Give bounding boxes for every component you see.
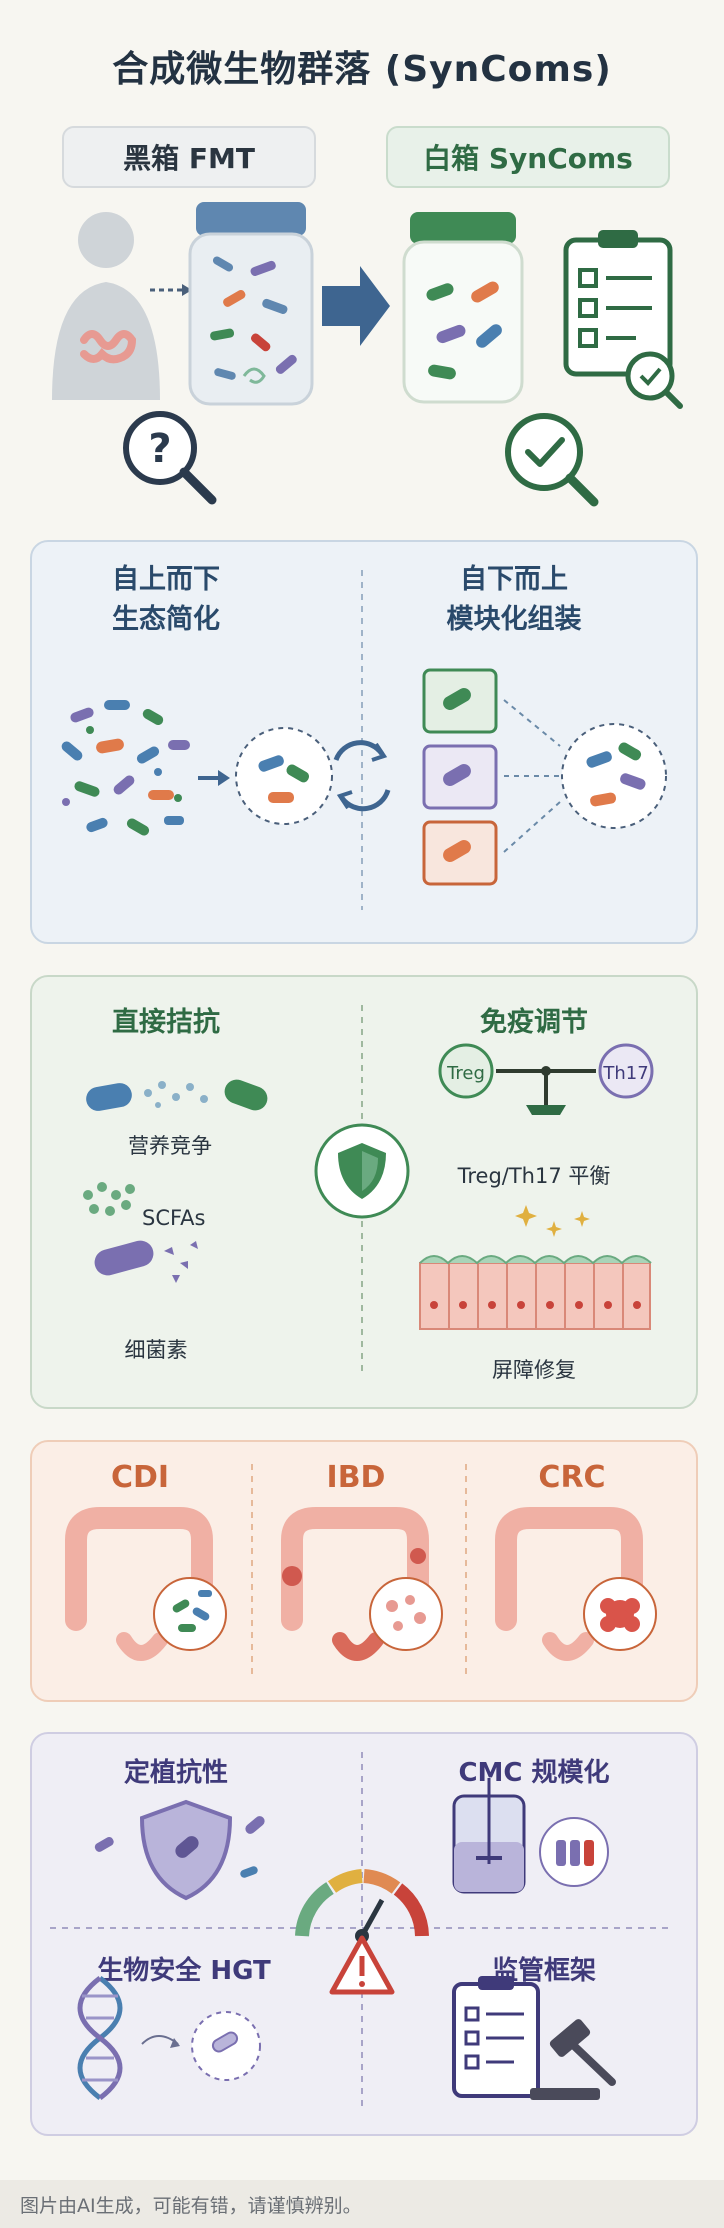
mechanism-illustration: Treg Th17 bbox=[83, 1005, 654, 1375]
question-magnifier-icon: ? bbox=[123, 411, 217, 505]
barrier-label: 屏障修复 bbox=[492, 1358, 576, 1382]
complex-community-icon bbox=[61, 700, 190, 836]
cdi-title: CDI bbox=[110, 1460, 170, 1495]
syncoms-label: 白箱 SynComs bbox=[386, 126, 670, 188]
balance-label: Treg/Th17 平衡 bbox=[457, 1164, 611, 1188]
check-magnifier-icon bbox=[505, 413, 599, 507]
risk-gauge-icon bbox=[295, 1869, 429, 1943]
colonization-title: 定植抗性 bbox=[123, 1758, 228, 1788]
crc-colon-icon bbox=[495, 1507, 657, 1661]
person-silhouette-icon bbox=[52, 212, 160, 400]
fmt-label: 黑箱 FMT bbox=[62, 126, 316, 188]
footer-note: 图片由AI生成，可能有错，请谨慎辨别。 bbox=[0, 2180, 724, 2228]
bioreactor-icon bbox=[452, 1778, 609, 1894]
strategy-illustration bbox=[61, 570, 667, 910]
dna-hgt-icon bbox=[77, 1976, 261, 2100]
fmt-jar-icon bbox=[188, 202, 314, 406]
immune-title: 免疫调节 bbox=[480, 1007, 588, 1038]
challenge-illustration bbox=[50, 1752, 674, 2112]
scfa-molecules-icon bbox=[83, 1182, 135, 1216]
svg-text:?: ? bbox=[148, 426, 171, 472]
disease-illustration bbox=[65, 1464, 657, 1676]
header-illustration: ? bbox=[52, 202, 683, 507]
colonization-shield-icon bbox=[94, 1799, 265, 1901]
regulation-gavel-icon bbox=[452, 1976, 616, 2100]
biosafety-title: 生物安全 HGT bbox=[97, 1956, 271, 1986]
cdi-colon-icon bbox=[65, 1507, 227, 1661]
modular-blocks-icon bbox=[422, 668, 498, 886]
ibd-colon-icon bbox=[281, 1507, 443, 1661]
warning-icon bbox=[329, 1935, 395, 1995]
syncoms-jar-icon bbox=[402, 212, 524, 404]
checklist-clipboard-icon bbox=[563, 230, 683, 409]
crc-title: CRC bbox=[538, 1460, 606, 1495]
transition-arrow-icon bbox=[322, 266, 390, 346]
cycle-arrows-icon bbox=[333, 740, 391, 812]
antagonism-title: 直接拮抗 bbox=[112, 1007, 220, 1038]
scfa-label: SCFAs bbox=[142, 1206, 206, 1230]
simplified-community-icon bbox=[235, 727, 333, 825]
treg-text: Treg bbox=[446, 1063, 485, 1084]
th17-text: Th17 bbox=[602, 1063, 648, 1084]
treg-th17-balance-icon: Treg Th17 bbox=[438, 1043, 654, 1115]
assembled-community-icon bbox=[561, 723, 667, 829]
bacteriocin-icon bbox=[94, 1240, 198, 1283]
nutrient-competition-icon bbox=[86, 1079, 268, 1111]
epithelial-barrier-icon bbox=[419, 1205, 652, 1330]
top-down-title: 自上而下 生态简化 bbox=[112, 564, 220, 635]
bacteriocin-label: 细菌素 bbox=[124, 1338, 188, 1362]
nutrient-label: 营养竞争 bbox=[128, 1134, 212, 1158]
page-title: 合成微生物群落 (SynComs) bbox=[112, 49, 612, 90]
bottom-up-title: 自下而上 模块化组装 bbox=[446, 564, 582, 635]
ibd-title: IBD bbox=[326, 1460, 386, 1495]
shield-icon bbox=[314, 1123, 410, 1219]
cmc-title: CMC 规模化 bbox=[458, 1758, 610, 1788]
